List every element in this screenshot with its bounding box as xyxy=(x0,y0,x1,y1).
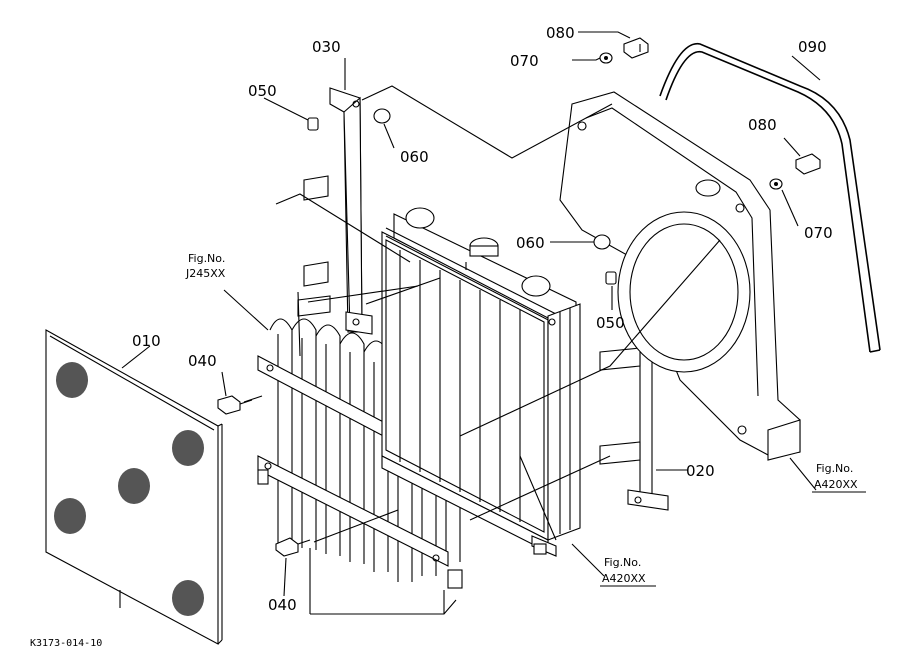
figure-references: Fig.No. J245XX Fig.No. A420XX Fig.No. A4… xyxy=(185,252,866,587)
part-label-030: 030 xyxy=(312,38,341,56)
mesh-patch xyxy=(54,362,204,616)
left-mounting-bracket xyxy=(297,87,373,335)
part-label-040-upper: 040 xyxy=(188,352,217,370)
ref-a420-right-caption: Fig.No. xyxy=(816,462,853,475)
part-label-050-left: 050 xyxy=(248,82,277,100)
part-label-090: 090 xyxy=(798,38,827,56)
drawing-code: K3173-014-10 xyxy=(30,638,102,649)
fan-shroud xyxy=(559,91,801,461)
part-label-040-lower: 040 xyxy=(268,596,297,614)
ref-j245-code: J245XX xyxy=(185,267,226,280)
part-label-070-right: 070 xyxy=(804,224,833,242)
part-labels: 030 050 060 080 070 090 080 070 060 050 … xyxy=(132,24,833,614)
part-label-050-right: 050 xyxy=(596,314,625,332)
alignment-lines xyxy=(243,85,721,615)
part-label-080-top: 080 xyxy=(546,24,575,42)
ref-j245-caption: Fig.No. xyxy=(188,252,225,265)
leader-lines xyxy=(121,31,821,597)
ref-a420-right-code: A420XX xyxy=(814,478,858,491)
fasteners xyxy=(217,37,821,557)
part-label-070-top: 070 xyxy=(510,52,539,70)
part-label-080-right: 080 xyxy=(748,116,777,134)
front-screen-panel xyxy=(45,329,223,645)
part-label-060-right: 060 xyxy=(516,234,545,252)
ref-a420-bottom-caption: Fig.No. xyxy=(604,556,641,569)
part-label-020: 020 xyxy=(686,462,715,480)
shroud-seal xyxy=(659,43,881,353)
part-label-060-left: 060 xyxy=(400,148,429,166)
radiator xyxy=(381,207,581,557)
ref-a420-bottom-code: A420XX xyxy=(602,572,646,585)
part-label-010: 010 xyxy=(132,332,161,350)
